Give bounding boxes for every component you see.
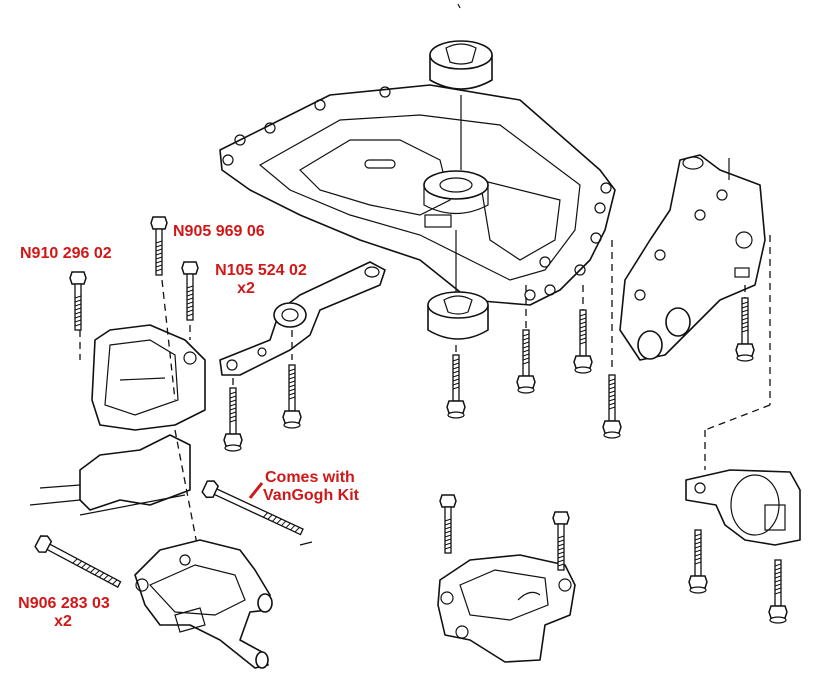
part-label-n105: N105 524 02 x2 xyxy=(205,262,317,298)
right-clamp xyxy=(685,469,801,546)
torque-arm xyxy=(219,261,386,376)
long-bolt-diagonal xyxy=(201,480,304,536)
right-bracket xyxy=(619,154,766,361)
upper-bushing xyxy=(429,40,493,170)
part-label-n905: N905 969 06 xyxy=(173,223,265,240)
subframe-bolt-4 xyxy=(446,354,466,419)
left-engine-mount xyxy=(91,324,206,431)
bracket-bolt-1 xyxy=(735,297,755,362)
subframe-bolt-2 xyxy=(573,309,593,374)
part-label-vangogh-line1: Comes with xyxy=(265,469,355,486)
subframe-bolt-1 xyxy=(516,329,536,394)
subframe xyxy=(219,84,616,306)
torque-arm-bolt-1 xyxy=(282,364,302,429)
transmission-mount xyxy=(134,539,273,669)
part-label-n906-number: N906 283 03 xyxy=(18,595,110,612)
center-mount xyxy=(437,554,576,663)
torque-arm-bolt-2 xyxy=(223,387,243,452)
part-label-vangogh: Comes with VanGogh Kit xyxy=(263,469,359,505)
mount-bolt-long xyxy=(150,216,168,276)
center-mount-bolt-2 xyxy=(552,511,570,571)
lower-bushing xyxy=(427,230,489,340)
center-mount-bolt-1 xyxy=(439,494,457,554)
part-label-n906: N906 283 03 x2 xyxy=(8,595,120,631)
part-label-n105-qty: x2 xyxy=(237,280,255,297)
lower-left-bolt xyxy=(34,535,122,588)
part-label-n910: N910 296 02 xyxy=(20,245,112,262)
part-label-vangogh-line2: VanGogh Kit xyxy=(263,487,359,504)
frame-rail xyxy=(29,429,201,561)
clamp-bolt-2 xyxy=(768,559,788,624)
part-label-n105-number: N105 524 02 xyxy=(215,262,307,279)
subframe-bolt-3 xyxy=(602,374,622,439)
mount-stud-bolt xyxy=(69,271,87,331)
clamp-bolt-1 xyxy=(688,529,708,594)
label-pointer-arrow xyxy=(248,482,264,499)
part-label-n906-qty: x2 xyxy=(54,613,72,630)
